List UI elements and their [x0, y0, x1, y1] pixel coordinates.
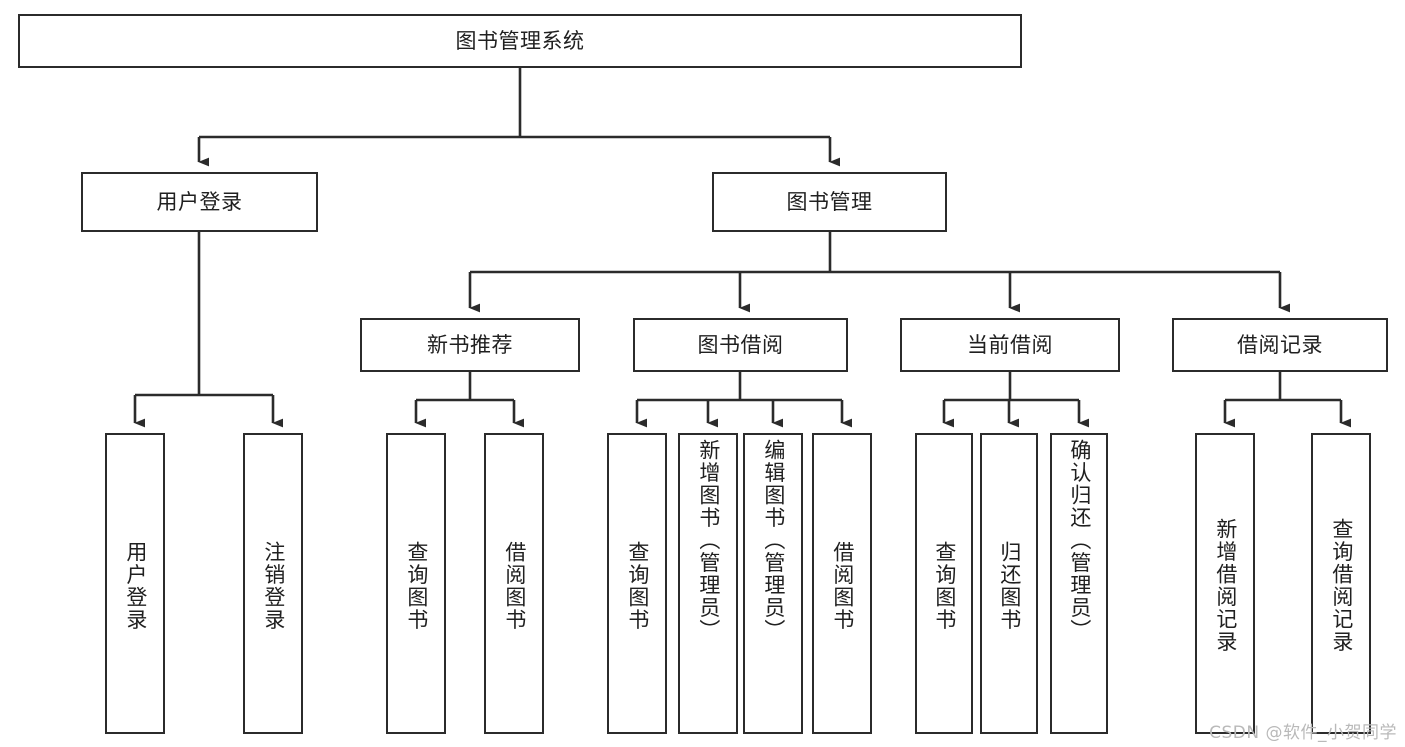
node-new-book-recommend[interactable]: 新书推荐 [360, 318, 580, 372]
leaf-current-borrow-return-label: 归还图书 [997, 540, 1022, 631]
leaf-user-login-logout[interactable]: 注销登录 [243, 433, 303, 734]
leaf-current-borrow-return[interactable]: 归还图书 [980, 433, 1038, 734]
node-borrow-record-label: 借阅记录 [1237, 332, 1323, 357]
leaf-current-borrow-query-label: 查询图书 [932, 540, 957, 631]
leaf-current-borrow-query[interactable]: 查询图书 [915, 433, 973, 734]
leaf-user-login-logout-label: 注销登录 [261, 540, 286, 631]
node-book-manage-label: 图书管理 [786, 189, 873, 214]
leaf-new-book-query-label: 查询图书 [404, 540, 429, 631]
leaf-book-borrow-edit[interactable]: 编辑图书（管理员） [743, 433, 803, 734]
node-borrow-record[interactable]: 借阅记录 [1172, 318, 1388, 372]
leaf-book-borrow-borrow-label: 借阅图书 [830, 540, 855, 631]
leaf-book-borrow-query-label: 查询图书 [625, 540, 650, 631]
node-user-login-label: 用户登录 [156, 189, 243, 214]
leaf-book-borrow-edit-label: 编辑图书（管理员） [761, 439, 786, 642]
node-user-login[interactable]: 用户登录 [81, 172, 318, 232]
leaf-borrow-record-add-label: 新增借阅记录 [1213, 518, 1238, 653]
leaf-new-book-borrow-label: 借阅图书 [502, 540, 527, 631]
leaf-book-borrow-add-label: 新增图书（管理员） [696, 439, 721, 642]
node-book-borrow-label: 图书借阅 [697, 332, 784, 357]
node-new-book-recommend-label: 新书推荐 [427, 332, 513, 357]
csdn-watermark: CSDN @软件_小贺同学 [1209, 723, 1397, 743]
leaf-user-login-login-label: 用户登录 [123, 540, 148, 631]
node-root-label: 图书管理系统 [455, 28, 585, 53]
leaf-book-borrow-add[interactable]: 新增图书（管理员） [678, 433, 738, 734]
leaf-new-book-borrow[interactable]: 借阅图书 [484, 433, 544, 734]
leaf-borrow-record-query-label: 查询借阅记录 [1329, 518, 1354, 653]
leaf-current-borrow-confirm[interactable]: 确认归还（管理员） [1050, 433, 1108, 734]
node-current-borrow[interactable]: 当前借阅 [900, 318, 1120, 372]
leaf-user-login-login[interactable]: 用户登录 [105, 433, 165, 734]
leaf-new-book-query[interactable]: 查询图书 [386, 433, 446, 734]
node-book-manage[interactable]: 图书管理 [712, 172, 947, 232]
node-root[interactable]: 图书管理系统 [18, 14, 1022, 68]
leaf-borrow-record-query[interactable]: 查询借阅记录 [1311, 433, 1371, 734]
leaf-book-borrow-query[interactable]: 查询图书 [607, 433, 667, 734]
node-current-borrow-label: 当前借阅 [967, 332, 1053, 357]
node-book-borrow[interactable]: 图书借阅 [633, 318, 848, 372]
leaf-book-borrow-borrow[interactable]: 借阅图书 [812, 433, 872, 734]
leaf-current-borrow-confirm-label: 确认归还（管理员） [1067, 439, 1092, 642]
leaf-borrow-record-add[interactable]: 新增借阅记录 [1195, 433, 1255, 734]
